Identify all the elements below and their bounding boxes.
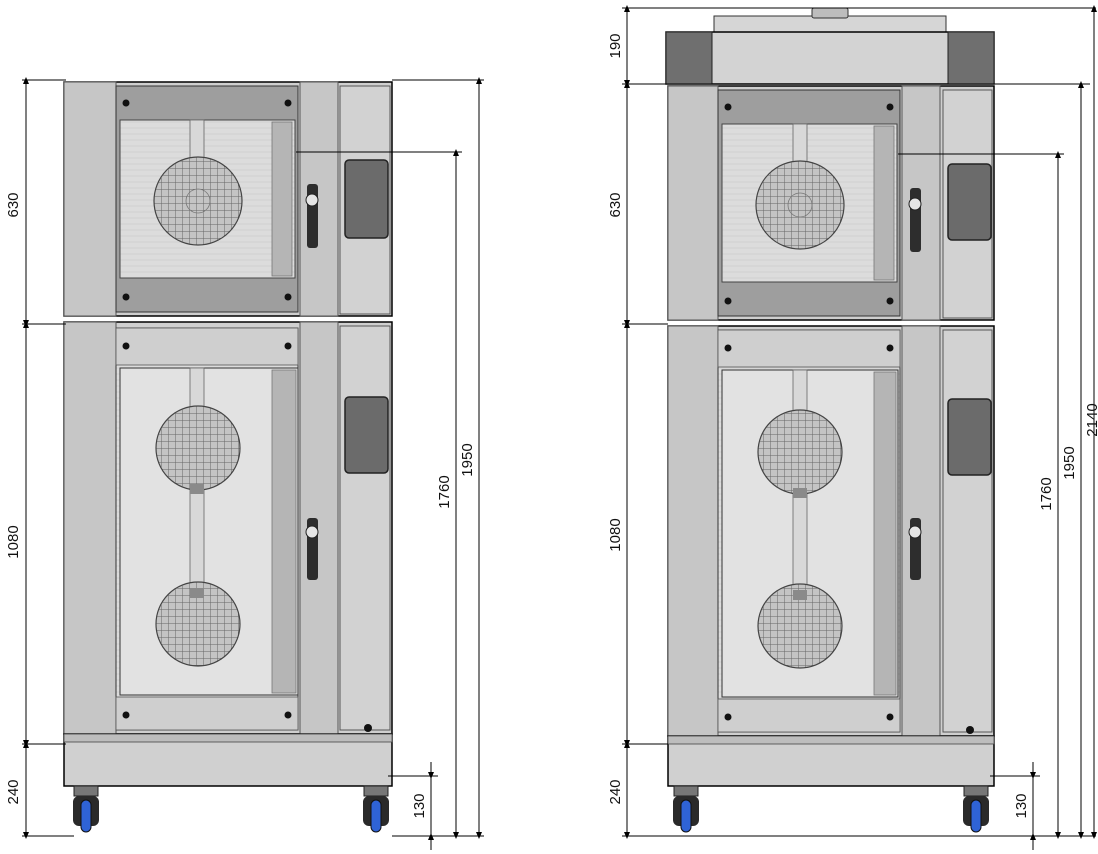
right-dim-hood: 190 <box>607 33 624 58</box>
left-dim-total: 1950 <box>459 443 476 476</box>
right-base-stand <box>667 735 995 833</box>
left-dim-caster: 130 <box>411 793 428 818</box>
right-lower-control-display <box>947 398 992 476</box>
right-dim-base: 240 <box>607 779 624 804</box>
right-upper-control-display <box>947 163 992 241</box>
left-upper-control-display <box>344 159 389 239</box>
right-dim-total: 2140 <box>1084 403 1098 436</box>
left-dim-lower-oven: 1080 <box>5 525 22 558</box>
left-base-stand <box>63 733 393 833</box>
right-dim-caster: 130 <box>1013 793 1030 818</box>
left-dimension-lines <box>22 77 484 850</box>
left-dim-upper-oven: 630 <box>5 192 22 217</box>
right-dimension-lines <box>622 4 1097 850</box>
right-lower-oven <box>667 325 995 737</box>
right-dim-door-top: 1760 <box>1038 477 1055 510</box>
right-dim-lower-oven: 1080 <box>607 518 624 551</box>
left-oven-unit <box>63 81 393 833</box>
left-upper-oven <box>63 81 393 317</box>
right-hood <box>665 7 995 85</box>
left-lower-control-display <box>344 396 389 474</box>
left-dim-door-top: 1760 <box>436 475 453 508</box>
left-dim-base: 240 <box>5 779 22 804</box>
right-dim-oven-top: 1950 <box>1061 446 1078 479</box>
right-upper-oven <box>667 85 995 321</box>
left-lower-oven <box>63 321 393 735</box>
right-dim-upper-oven: 630 <box>607 192 624 217</box>
right-oven-unit <box>665 7 995 833</box>
